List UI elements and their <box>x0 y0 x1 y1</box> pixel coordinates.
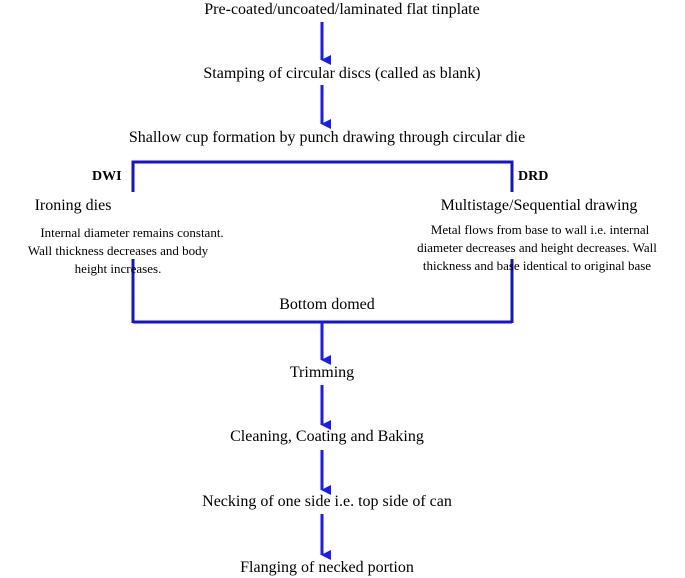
top-bracket <box>131 160 514 192</box>
dwi-description-line: height increases. <box>74 261 162 276</box>
dwi-description-line: Wall thickness decreases and body <box>27 243 209 258</box>
multistage-drawing-title: Multistage/Sequential drawing <box>440 197 638 214</box>
ironing-dies-title: Ironing dies <box>34 197 112 214</box>
step-flanging: Flanging of necked portion <box>240 559 414 576</box>
drd-description-line: diameter decreases and height decreases.… <box>417 240 657 255</box>
step-tinplate: Pre-coated/uncoated/laminated flat tinpl… <box>204 1 480 18</box>
step-necking: Necking of one side i.e. top side of can <box>202 493 452 510</box>
step-stamping: Stamping of circular discs (called as bl… <box>203 65 481 82</box>
drd-description-line: Metal flows from base to wall i.e. inter… <box>430 222 650 237</box>
step-cleaning-coating-baking: Cleaning, Coating and Baking <box>230 428 424 445</box>
step-bottom-domed: Bottom domed <box>279 296 375 313</box>
drd-tag: DRD <box>518 169 549 184</box>
dwi-tag: DWI <box>92 169 122 184</box>
drd-description-line: thickness and base identical to original… <box>422 258 652 273</box>
step-shallow-cup: Shallow cup formation by punch drawing t… <box>128 129 526 146</box>
step-trimming: Trimming <box>289 364 355 381</box>
dwi-description-line: Internal diameter remains constant. <box>40 225 224 240</box>
